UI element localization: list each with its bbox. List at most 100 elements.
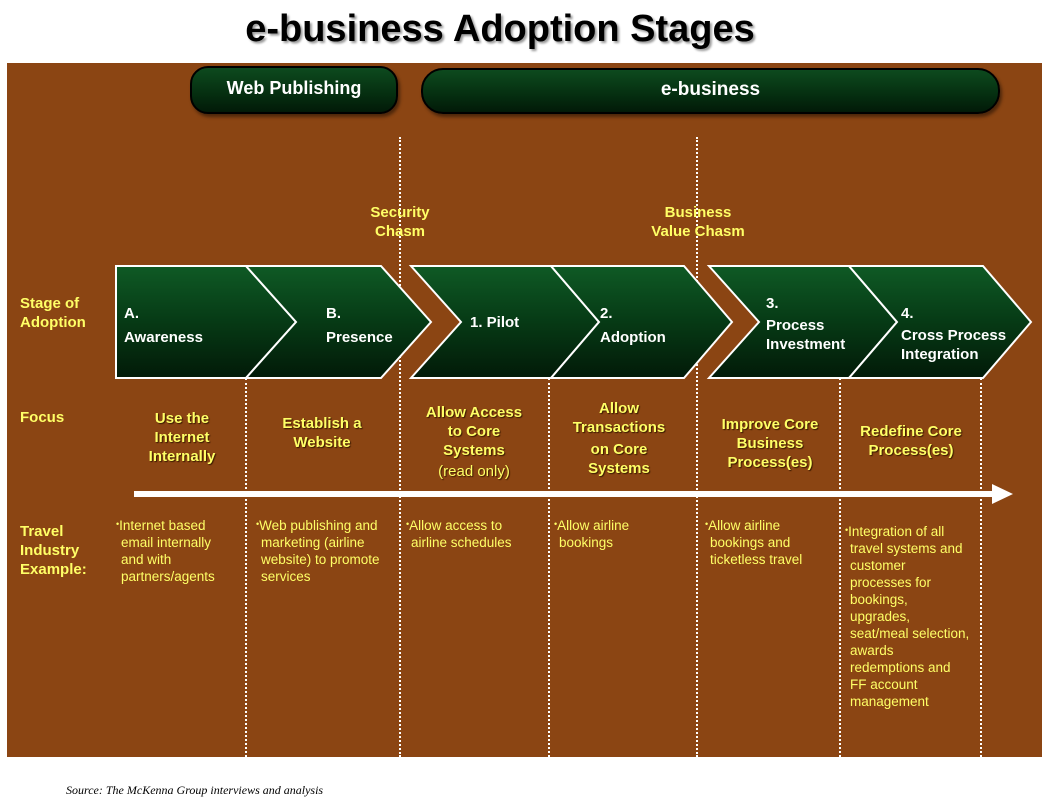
focus-process-investment-line3: Process(es) bbox=[727, 454, 813, 471]
stage-process-investment-line1: 3. bbox=[766, 295, 779, 312]
stage-adoption-line1: 2. bbox=[600, 305, 613, 322]
divider-awareness-presence bbox=[245, 378, 247, 757]
stage-label-cross-process: 4. Cross Process Integration bbox=[901, 304, 1006, 364]
stage-awareness-line1: A. bbox=[124, 305, 139, 322]
stage-awareness-line2: Awareness bbox=[124, 329, 203, 346]
example-line: airline schedules bbox=[411, 535, 512, 550]
chevron-presence bbox=[243, 265, 433, 379]
row-label-stage-line1: Stage of bbox=[20, 295, 80, 312]
focus-awareness: Use the Internet Internally bbox=[126, 409, 238, 466]
example-line: website) to promote bbox=[261, 552, 380, 567]
security-chasm-line bbox=[399, 137, 401, 757]
focus-adoption: Allow Transactions on Core Systems bbox=[562, 399, 676, 478]
example-line: Allow airline bbox=[708, 518, 781, 533]
business-value-chasm-line2: Value Chasm bbox=[651, 223, 745, 240]
stage-cross-process-line1: 4. bbox=[901, 305, 914, 322]
stage-process-investment-line3: Investment bbox=[766, 336, 846, 353]
example-line: upgrades, bbox=[850, 609, 911, 624]
focus-presence-line2: Website bbox=[293, 434, 351, 451]
phase-e-business: e-business bbox=[421, 68, 1000, 114]
stage-cross-process-line2: Cross Process bbox=[901, 327, 1007, 344]
example-line: bookings, bbox=[850, 592, 908, 607]
stage-label-adoption: 2. Adoption bbox=[600, 304, 666, 347]
focus-pilot-line1: Allow Access bbox=[425, 404, 523, 421]
bullet-icon: • bbox=[116, 519, 120, 529]
focus-awareness-line3: Internally bbox=[148, 448, 216, 465]
example-line: FF account bbox=[850, 677, 918, 692]
example-line: email internally bbox=[121, 535, 212, 550]
example-line: and with bbox=[121, 552, 172, 567]
bullet-icon: • bbox=[705, 519, 709, 529]
stage-label-process-investment: 3. Process Investment bbox=[766, 294, 845, 354]
chevron-cross-process bbox=[846, 265, 1033, 379]
example-line: Internet based bbox=[119, 518, 206, 533]
focus-cross-process-line2: Process(es) bbox=[868, 442, 954, 459]
stage-process-investment-line2: Process bbox=[766, 317, 825, 334]
example-line: customer bbox=[850, 558, 906, 573]
focus-pilot-line2: to Core bbox=[447, 423, 501, 440]
focus-pilot-line3: Systems bbox=[443, 442, 505, 459]
row-label-travel-line2: Industry bbox=[20, 542, 80, 559]
source-note: Source: The McKenna Group interviews and… bbox=[66, 783, 324, 797]
stage-label-presence: B. Presence bbox=[326, 304, 393, 347]
focus-process-investment-line1: Improve Core bbox=[721, 416, 819, 433]
divider-right-edge bbox=[980, 378, 982, 757]
divider-investment-integration bbox=[839, 378, 841, 757]
focus-awareness-line2: Internet bbox=[154, 429, 210, 446]
bullet-icon: • bbox=[256, 519, 260, 529]
example-line: ticketless travel bbox=[710, 552, 803, 567]
timeline-arrow-head bbox=[992, 484, 1013, 504]
focus-pilot-note: (read only) bbox=[438, 463, 510, 480]
example-line: redemptions and bbox=[850, 660, 951, 675]
focus-presence-line1: Establish a bbox=[282, 415, 362, 432]
stage-presence-line1: B. bbox=[326, 305, 341, 322]
example-line: bookings bbox=[559, 535, 614, 550]
focus-process-investment: Improve Core Business Process(es) bbox=[710, 415, 830, 472]
focus-adoption-line2: Transactions bbox=[572, 419, 666, 436]
example-line: awards bbox=[850, 643, 894, 658]
business-value-chasm-line1: Business bbox=[664, 204, 732, 221]
example-line: management bbox=[850, 694, 929, 709]
focus-adoption-line1: Allow bbox=[599, 400, 639, 417]
row-label-travel-line3: Example: bbox=[20, 561, 87, 578]
business-value-chasm-line bbox=[696, 137, 698, 757]
example-line: travel systems and bbox=[850, 541, 963, 556]
focus-adoption-line3: on Core bbox=[590, 441, 648, 458]
bullet-icon: • bbox=[845, 525, 849, 535]
example-line: Allow airline bbox=[557, 518, 630, 533]
stage-label-pilot: 1. Pilot bbox=[470, 313, 519, 332]
diagram-panel bbox=[7, 63, 1042, 757]
focus-cross-process: Redefine Core Process(es) bbox=[848, 422, 974, 460]
bullet-icon: • bbox=[406, 519, 410, 529]
focus-presence: Establish a Website bbox=[262, 414, 382, 452]
example-line: Integration of all bbox=[848, 524, 945, 539]
example-line: Web publishing and bbox=[259, 518, 378, 533]
phase-web-publishing: Web Publishing bbox=[190, 66, 398, 114]
security-chasm-label: Security Chasm bbox=[349, 203, 451, 241]
focus-pilot: Allow Access to Core Systems (read only) bbox=[412, 403, 536, 481]
row-label-focus: Focus bbox=[20, 409, 65, 426]
example-line: services bbox=[261, 569, 311, 584]
row-label-travel-line1: Travel bbox=[20, 523, 64, 540]
stage-pilot-line1: 1. Pilot bbox=[470, 314, 520, 331]
example-process-investment: •Allow airline bookings and ticketless tra… bbox=[705, 516, 837, 568]
business-value-chasm-label: Business Value Chasm bbox=[628, 203, 768, 241]
stage-presence-line2: Presence bbox=[326, 329, 393, 346]
row-label-travel: Travel Industry Example: bbox=[20, 522, 87, 579]
example-cross-process: •Integration of all travel systems and cus… bbox=[845, 522, 979, 710]
divider-pilot-adoption bbox=[548, 378, 550, 757]
focus-awareness-line1: Use the bbox=[154, 410, 210, 427]
security-chasm-line2: Chasm bbox=[374, 223, 426, 240]
focus-adoption-line4: Systems bbox=[588, 460, 650, 477]
row-label-stage: Stage of Adoption bbox=[20, 294, 86, 332]
row-label-stage-line2: Adoption bbox=[20, 314, 86, 331]
example-line: bookings and bbox=[710, 535, 791, 550]
stage-label-awareness: A. Awareness bbox=[124, 304, 203, 347]
diagram-title: e-business Adoption Stages bbox=[245, 8, 755, 50]
example-line: processes for bbox=[850, 575, 932, 590]
